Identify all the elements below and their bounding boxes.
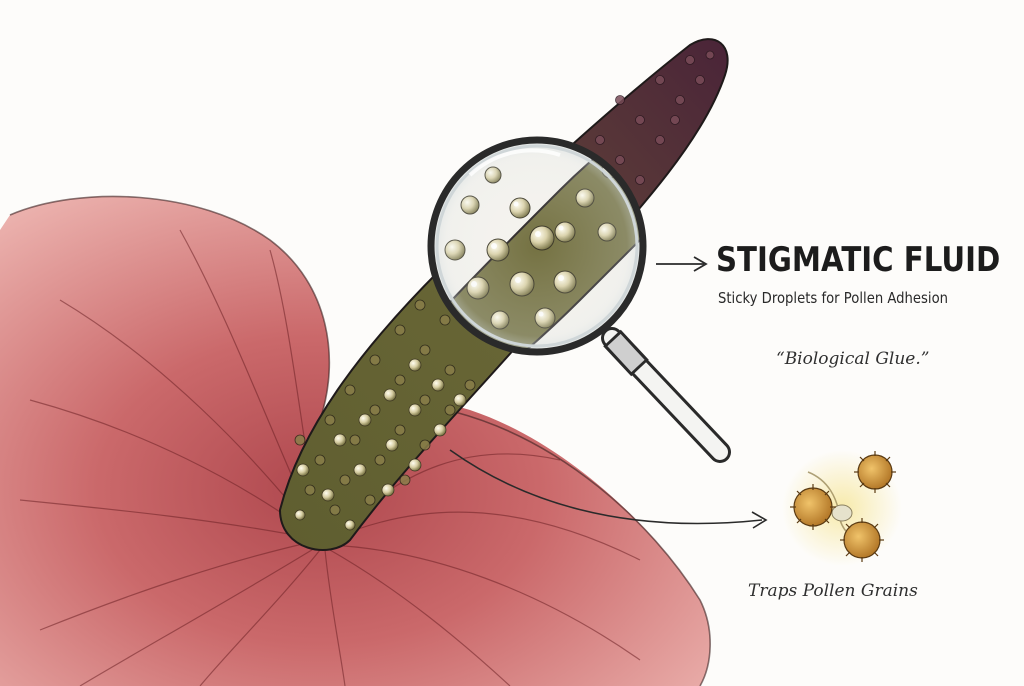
arrow-right-icon: [656, 256, 708, 272]
curved-arrow-icon: [449, 449, 768, 529]
pollen-grain-left: [790, 484, 836, 530]
pollen-label: Traps Pollen Grains: [748, 581, 918, 601]
pollen-grains: [782, 450, 902, 566]
pollen-grain-bottom: [840, 518, 884, 562]
pollen-grain-top: [854, 451, 896, 493]
diagram-title: STIGMATIC FLUID: [716, 240, 1001, 280]
diagram-subtitle: Sticky Droplets for Pollen Adhesion: [718, 289, 949, 307]
quote-label: “Biological Glue.”: [776, 349, 930, 369]
